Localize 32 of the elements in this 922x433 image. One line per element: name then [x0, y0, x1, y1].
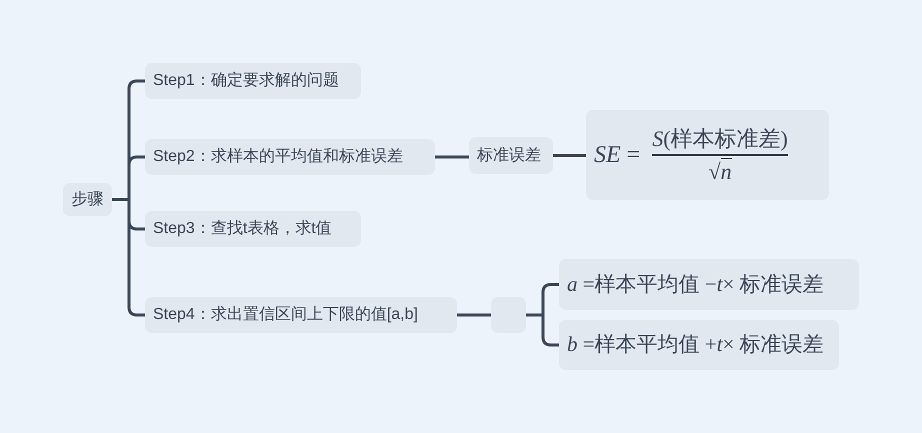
topic-text: Step3：查找t表格，求t值: [153, 218, 332, 239]
connector-line: [128, 156, 146, 166]
step-topic: [145, 139, 435, 175]
subtopic: [469, 137, 553, 174]
topic-text: Step4：求出置信区间上下限的值[a,b]: [153, 304, 418, 325]
connector-line: [542, 283, 560, 294]
step-topic: [145, 297, 457, 333]
numerator-text: S(样本标准差): [652, 124, 788, 152]
step-topic: [145, 211, 361, 247]
formula-text: SE =: [594, 141, 640, 170]
topic-text: a =样本平均值 −t× 标准误差: [567, 270, 824, 298]
connector-line: [128, 80, 146, 90]
connector-line: [524, 291, 544, 338]
formula-topic: [586, 110, 829, 200]
connector-line: [110, 88, 130, 308]
connector-line: [456, 314, 492, 316]
topic-text: Step1：确定要求解的问题: [153, 70, 339, 91]
connector-line: [434, 156, 470, 158]
formula-topic: [559, 259, 859, 310]
empty-topic: [491, 297, 526, 333]
step-topic: [145, 63, 361, 99]
denominator-text: √n: [708, 158, 732, 186]
connector-line: [552, 154, 588, 157]
connector-line: [128, 306, 146, 316]
topic-text: 标准误差: [477, 146, 541, 166]
root-topic: [63, 183, 112, 216]
formula-topic: [559, 320, 839, 370]
topic-text: Step2：求样本的平均值和标准误差: [153, 146, 403, 167]
connector-line: [128, 220, 146, 230]
connector-line: [542, 336, 560, 346]
topic-text: b =样本平均值 +t× 标准误差: [567, 331, 824, 358]
topic-text: 步骤: [72, 190, 104, 210]
